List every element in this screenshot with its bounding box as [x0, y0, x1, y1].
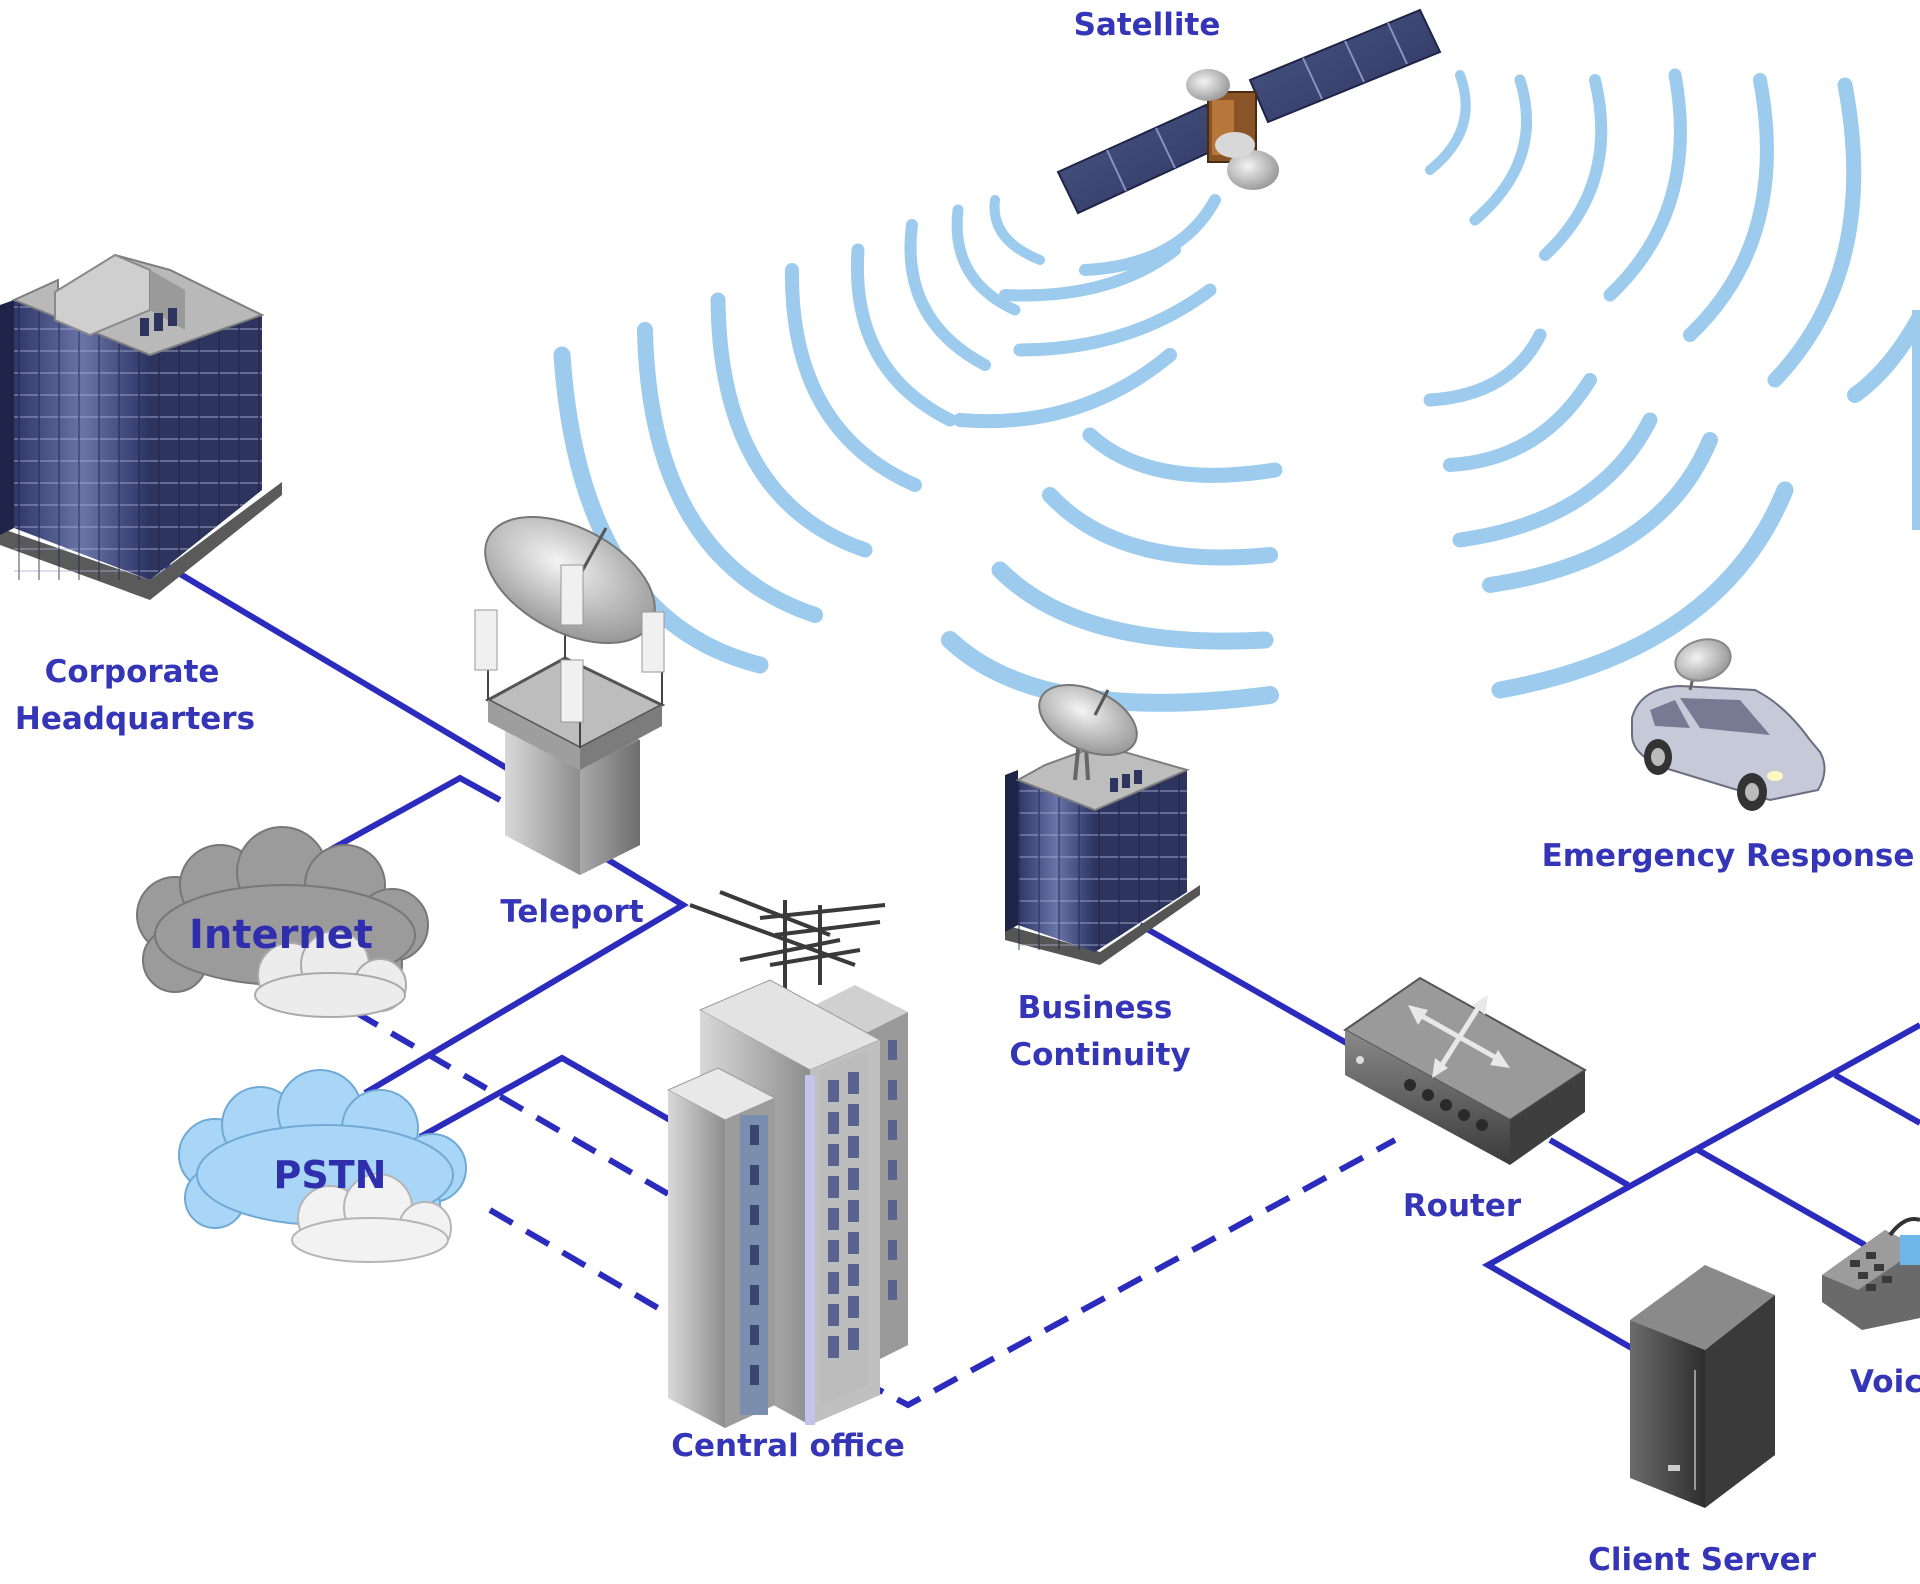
link-teleport-internet [328, 774, 502, 853]
corporate-headquarters-label-line2: Headquarters [15, 701, 255, 737]
link-pstn-central-office [418, 1054, 672, 1140]
business-continuity-label-line2: Continuity [1009, 1037, 1190, 1073]
central-office-building-icon[interactable] [666, 890, 908, 1428]
central-office-label: Central office [671, 1428, 905, 1464]
corporate-headquarters-building-icon[interactable] [0, 253, 282, 600]
internet-cloud-icon[interactable] [136, 826, 429, 1018]
voip-phone-icon[interactable] [1822, 1217, 1920, 1330]
router-icon[interactable] [1343, 976, 1587, 1165]
teleport-tower-icon[interactable] [464, 491, 675, 875]
link-business-continuity-router [1138, 922, 1352, 1048]
voip-label: Voic [1850, 1364, 1920, 1400]
satellite-signal-waves [553, 68, 1920, 712]
pstn-label: PSTN [274, 1153, 387, 1197]
satellite-icon[interactable] [1056, 8, 1442, 215]
client-server-label: Client Server [1588, 1542, 1817, 1578]
internet-label: Internet [189, 912, 373, 958]
corporate-headquarters-label-line1: Corporate [45, 654, 220, 690]
satellite-label: Satellite [1074, 7, 1221, 43]
business-continuity-label-line1: Business [1018, 990, 1173, 1026]
pstn-cloud-icon[interactable] [178, 1069, 467, 1263]
link-pstn-central-office-dashed [488, 1207, 672, 1318]
link-internet-central-office-dashed [353, 1009, 672, 1198]
link-hq-teleport [163, 562, 512, 773]
link-lan-branch-voip [1696, 1147, 1867, 1248]
emergency-response-vehicle-icon[interactable] [1631, 633, 1826, 811]
emergency-response-label: Emergency Response [1542, 838, 1915, 874]
link-lan-bus [1481, 1022, 1920, 1353]
teleport-label: Teleport [500, 894, 643, 930]
client-server-icon[interactable] [1630, 1265, 1775, 1508]
link-router-network [1548, 1137, 1630, 1188]
link-central-office-router-dashed [858, 1137, 1397, 1409]
link-lines [163, 562, 1920, 1409]
router-label: Router [1403, 1188, 1522, 1224]
link-teleport-pstn [363, 852, 689, 1096]
link-lan-branch-right [1833, 1072, 1920, 1126]
business-continuity-building-icon[interactable] [1005, 671, 1200, 965]
